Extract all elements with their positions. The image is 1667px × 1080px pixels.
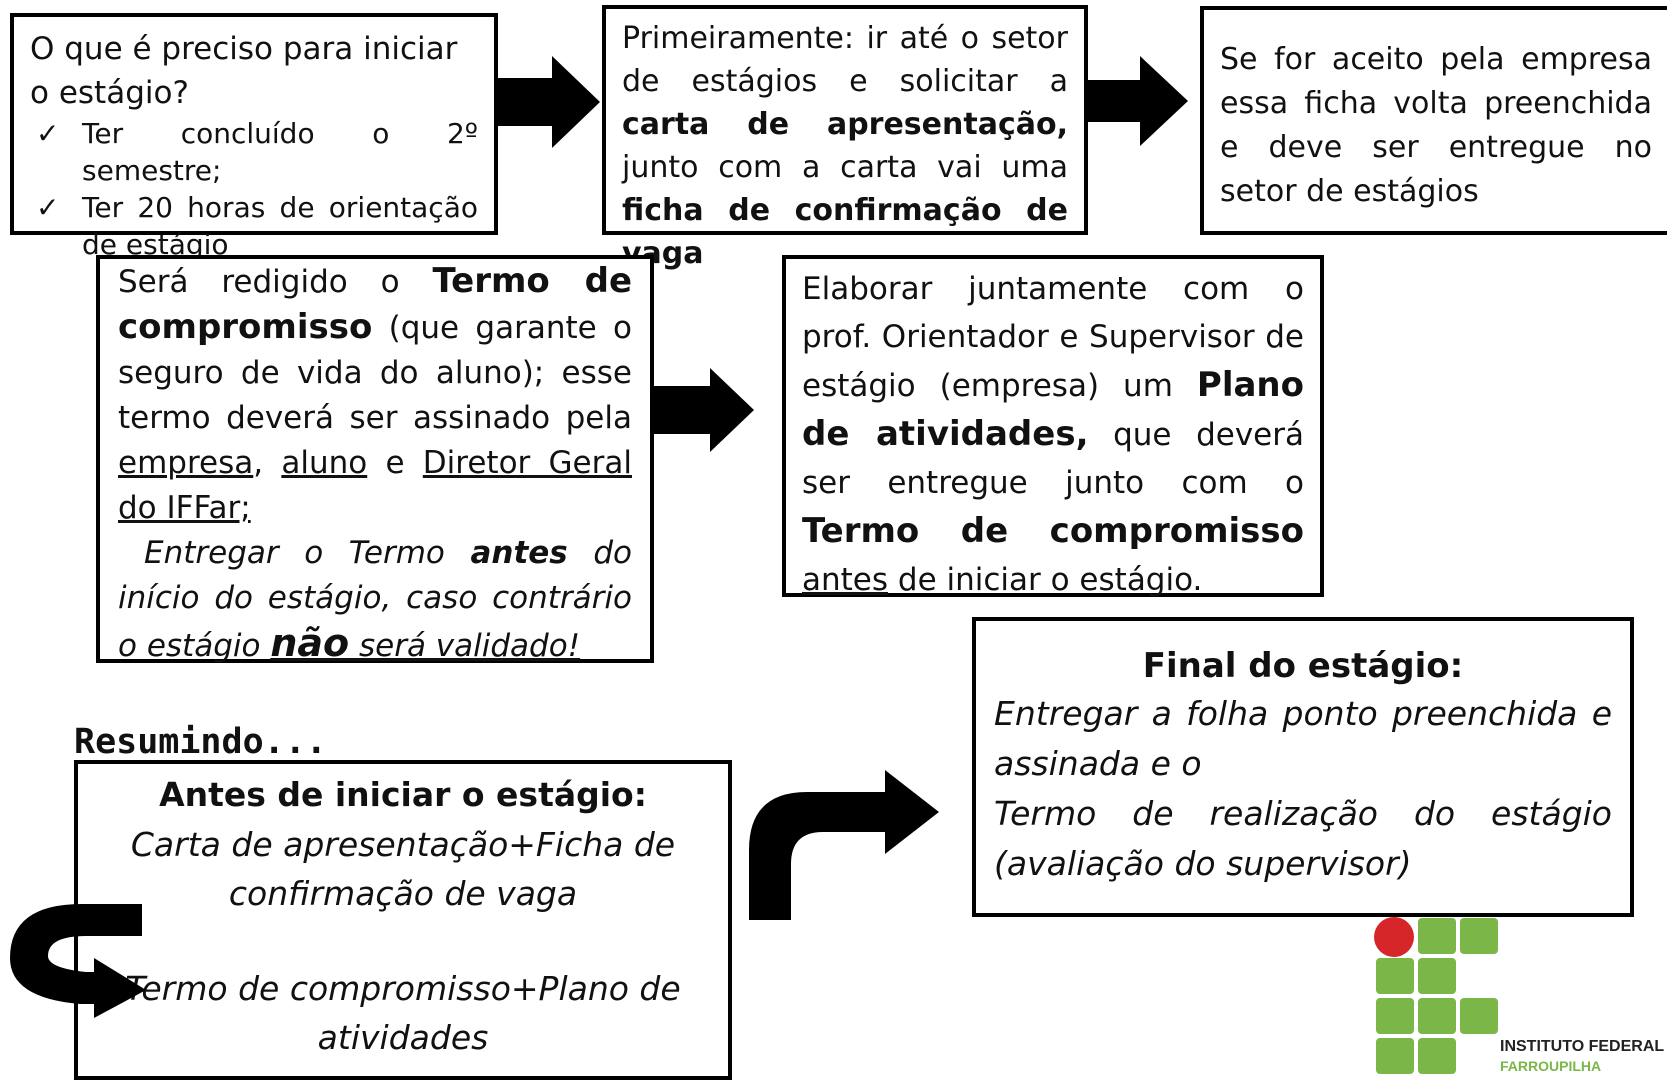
arrow-right-icon xyxy=(654,368,754,452)
logo-line1: INSTITUTO FEDERAL xyxy=(1500,1038,1665,1055)
logo-line2: FARROUPILHA xyxy=(1500,1058,1602,1074)
step-ficha-box: Se for aceito pela empresa essa ficha vo… xyxy=(1200,6,1667,235)
requirements-list: ✓Ter concluído o 2º semestre; ✓Ter 20 ho… xyxy=(30,115,478,263)
final-estagio-title: Final do estágio: xyxy=(1142,646,1464,686)
final-estagio-line1: Entregar a folha ponto preenchida e assi… xyxy=(994,694,1612,783)
step-carta-box: Primeiramente: ir até o setor de estágio… xyxy=(602,5,1088,271)
summary-box: Antes de iniciar o estágio: Carta de apr… xyxy=(74,760,732,1080)
summary-heading: Resumindo... xyxy=(74,722,327,762)
arrow-right-icon xyxy=(494,56,600,148)
summary-line1: Carta de apresentação+Ficha de confirmaç… xyxy=(130,825,676,913)
curved-return-arrow-icon xyxy=(10,904,146,1018)
iffar-logo-mark xyxy=(1374,917,1498,1074)
requirements-question: O que é preciso para iniciar o estágio? xyxy=(30,31,458,111)
requirement-item: ✓Ter concluído o 2º semestre; xyxy=(36,117,478,187)
requirements-box: O que é preciso para iniciar o estágio? … xyxy=(10,13,498,261)
final-estagio-line2: Termo de realização do estágio (avaliaçã… xyxy=(994,794,1612,883)
termo-compromisso-box: Será redigido o Termo de compromisso (qu… xyxy=(96,255,654,665)
termo-compromisso-text: Será redigido o Termo de compromisso (qu… xyxy=(118,261,632,526)
summary-title: Antes de iniciar o estágio: xyxy=(159,775,647,814)
requirement-item: ✓Ter 20 horas de orientação de estágio xyxy=(36,191,478,261)
termo-warning-text: Entregar o Termo antes do início do está… xyxy=(118,535,633,665)
curved-arrow-icon xyxy=(749,770,939,920)
arrow-right-icon xyxy=(1088,56,1188,146)
plano-atividades-box: Elaborar juntamente com o prof. Orientad… xyxy=(782,255,1324,598)
checkmark-icon: ✓ xyxy=(36,117,60,150)
summary-line2: Termo de compromisso+Plano de atividades xyxy=(125,969,681,1057)
final-estagio-box: Final do estágio: Entregar a folha ponto… xyxy=(972,617,1634,917)
checkmark-icon: ✓ xyxy=(36,191,60,224)
iffar-logo: INSTITUTO FEDERAL FARROUPILHA xyxy=(1372,916,1667,1076)
